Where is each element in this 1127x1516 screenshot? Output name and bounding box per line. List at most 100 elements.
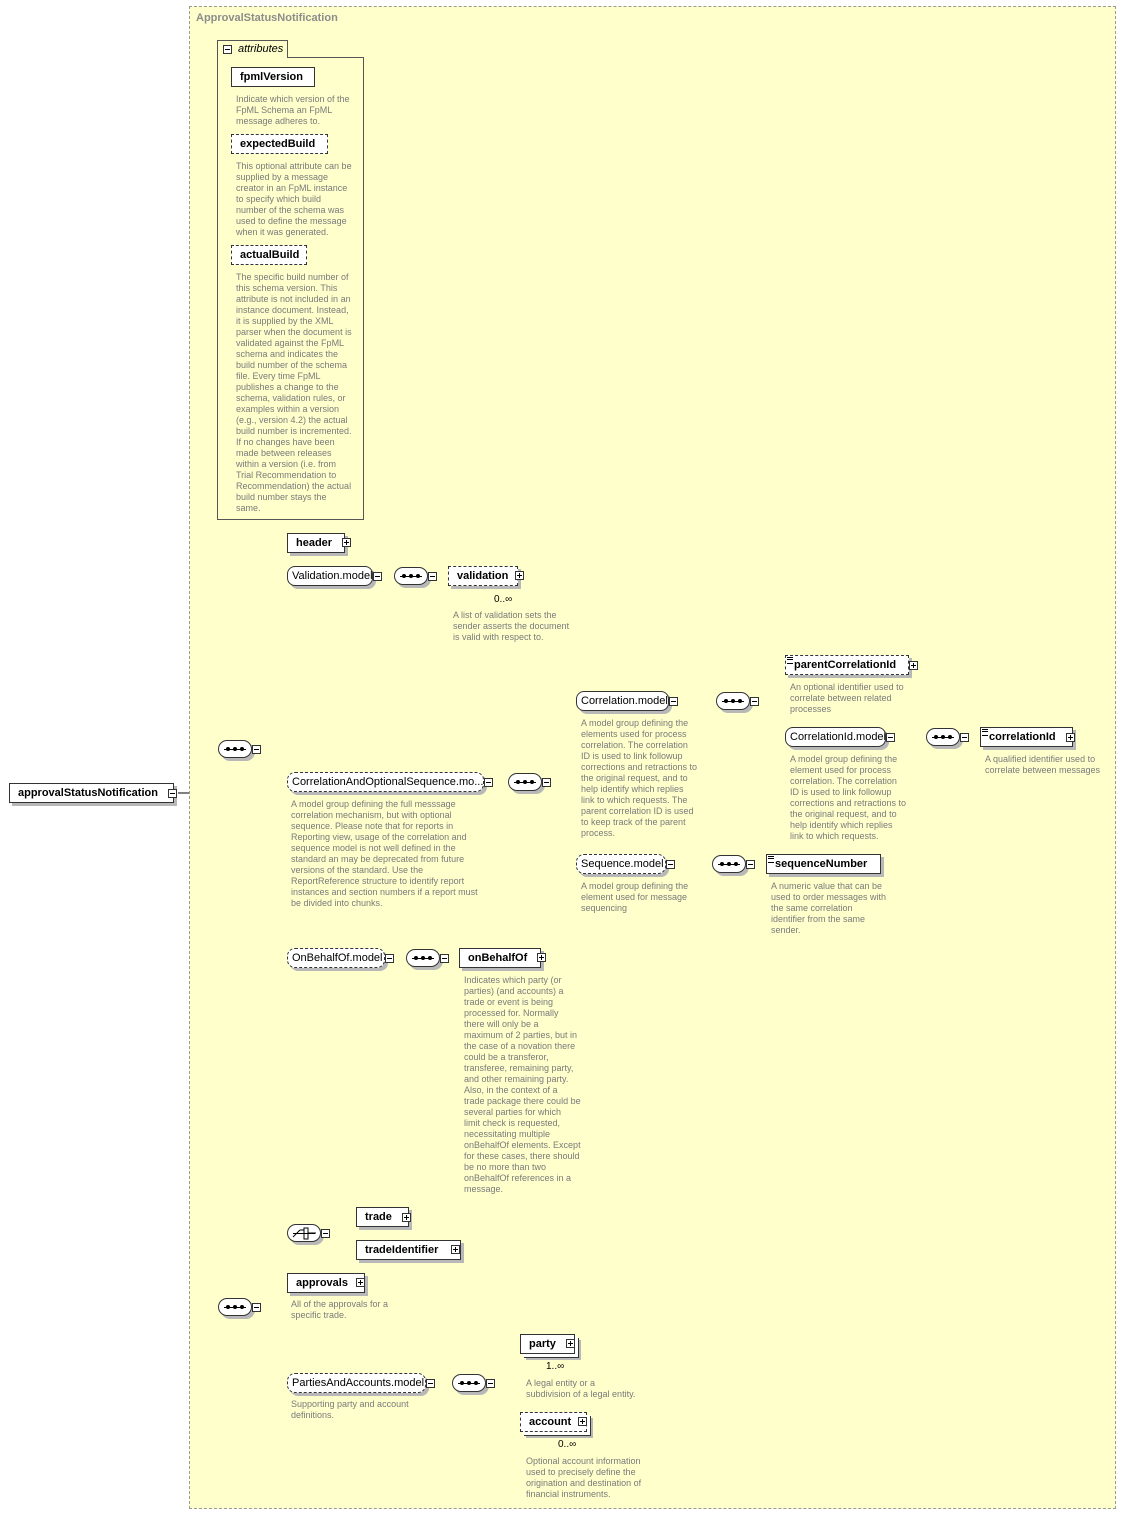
frame-title: ApprovalStatusNotification [196, 12, 338, 24]
collapse-icon[interactable] [746, 860, 755, 869]
element-label: party [529, 1338, 556, 1350]
header-element[interactable]: header [287, 533, 345, 553]
element-label: correlationId [989, 731, 1056, 743]
collapse-icon[interactable] [252, 745, 261, 754]
simple-content-icon [787, 657, 793, 664]
expand-icon[interactable] [578, 1417, 587, 1426]
collapse-icon[interactable] [960, 733, 969, 742]
approvals-element[interactable]: approvals [287, 1273, 365, 1293]
collapse-icon[interactable] [486, 1379, 495, 1388]
group-label: CorrelationId.model [790, 731, 886, 743]
group-doc: A model group defining the element used … [581, 881, 689, 913]
collapse-icon[interactable] [440, 954, 449, 963]
correlation-id-element[interactable]: correlationId [980, 727, 1073, 747]
collapse-icon[interactable] [669, 697, 678, 706]
attribute-doc: Indicate which version of the FpML Schem… [236, 94, 350, 126]
collapse-icon[interactable] [252, 1303, 261, 1312]
simple-content-icon [982, 729, 988, 736]
trade-identifier-element[interactable]: tradeIdentifier [356, 1240, 461, 1260]
correlation-model-group[interactable]: Correlation.model [576, 691, 669, 711]
expand-icon[interactable] [342, 538, 351, 547]
element-doc: Optional account information used to pre… [526, 1456, 642, 1499]
on-behalf-of-element[interactable]: onBehalfOf [459, 948, 541, 968]
group-doc: Supporting party and account definitions… [291, 1399, 409, 1420]
correlation-id-model-group[interactable]: CorrelationId.model [785, 727, 886, 747]
collapse-icon[interactable] [750, 697, 759, 706]
validation-element[interactable]: validation [448, 566, 518, 586]
element-label: tradeIdentifier [365, 1244, 439, 1256]
group-label: OnBehalfOf.model [292, 952, 383, 964]
on-behalf-of-model-group[interactable]: OnBehalfOf.model [287, 948, 385, 968]
sequence-model-group[interactable]: Sequence.model [576, 854, 666, 874]
element-label: account [529, 1416, 572, 1428]
correlation-and-optional-sequence-group[interactable]: CorrelationAndOptionalSequence.mo... [287, 772, 484, 792]
collapse-icon[interactable] [542, 778, 551, 787]
element-doc: A numeric value that can be used to orde… [771, 881, 887, 935]
attribute-expectedbuild[interactable]: expectedBuild [231, 134, 328, 154]
element-doc: A list of validation sets the sender ass… [453, 610, 570, 642]
element-doc: A qualified identifier used to correlate… [985, 754, 1101, 775]
attribute-fpmlversion[interactable]: fpmlVersion [231, 67, 315, 87]
expand-icon[interactable] [451, 1245, 460, 1254]
element-doc: All of the approvals for a specific trad… [291, 1299, 389, 1320]
root-element[interactable]: approvalStatusNotification [9, 783, 174, 803]
sequence-number-element[interactable]: sequenceNumber [766, 854, 881, 874]
sequence-compositor[interactable] [716, 692, 750, 710]
party-element[interactable]: party [520, 1334, 575, 1354]
group-doc: A model group defining the full messsage… [291, 799, 478, 908]
simple-content-icon [768, 856, 774, 863]
attribute-name: expectedBuild [240, 138, 316, 150]
collapse-icon[interactable] [223, 45, 232, 54]
sequence-compositor[interactable] [452, 1374, 486, 1392]
parent-correlation-id-element[interactable]: parentCorrelationId [785, 655, 909, 675]
collapse-icon[interactable] [321, 1229, 330, 1238]
expand-icon[interactable] [537, 953, 546, 962]
sequence-compositor[interactable] [406, 949, 440, 967]
expand-icon[interactable] [356, 1278, 365, 1287]
collapse-icon[interactable] [666, 860, 675, 869]
group-label: Validation.model [292, 570, 373, 582]
expand-icon[interactable] [515, 571, 524, 580]
expand-icon[interactable] [909, 661, 918, 670]
sequence-compositor[interactable] [218, 740, 252, 758]
cardinality-label: 1..∞ [546, 1361, 565, 1372]
sequence-compositor[interactable] [508, 773, 542, 791]
element-label: onBehalfOf [468, 952, 528, 964]
collapse-icon[interactable] [373, 572, 382, 581]
group-doc: A model group defining the element used … [790, 754, 907, 841]
group-label: PartiesAndAccounts.model [292, 1377, 425, 1389]
element-label: approvals [296, 1277, 348, 1289]
collapse-icon[interactable] [484, 778, 493, 787]
element-label: header [296, 537, 333, 549]
attributes-tab-label: attributes [238, 43, 284, 55]
collapse-icon[interactable] [428, 572, 437, 581]
element-label: validation [457, 570, 509, 582]
attributes-tab[interactable]: attributes [217, 40, 288, 58]
group-doc: A model group defining the elements used… [581, 718, 698, 838]
choice-icon [292, 1227, 316, 1240]
attribute-actualbuild[interactable]: actualBuild [231, 245, 307, 265]
collapse-icon[interactable] [886, 733, 895, 742]
cardinality-label: 0..∞ [494, 594, 513, 605]
parties-and-accounts-model-group[interactable]: PartiesAndAccounts.model [287, 1373, 426, 1393]
sequence-compositor[interactable] [394, 567, 428, 585]
collapse-icon[interactable] [385, 954, 394, 963]
root-element-label: approvalStatusNotification [18, 787, 158, 799]
attribute-name: fpmlVersion [240, 71, 303, 83]
sequence-compositor[interactable] [218, 1298, 252, 1316]
element-doc: An optional identifier used to correlate… [790, 682, 904, 714]
sequence-compositor[interactable] [926, 728, 960, 746]
trade-element[interactable]: trade [356, 1207, 409, 1227]
collapse-icon[interactable] [168, 789, 177, 798]
element-label: parentCorrelationId [794, 659, 897, 671]
sequence-compositor[interactable] [712, 855, 746, 873]
validation-model-group[interactable]: Validation.model [287, 566, 373, 586]
attribute-doc: The specific build number of this schema… [236, 272, 352, 513]
collapse-icon[interactable] [426, 1379, 435, 1388]
account-element[interactable]: account [520, 1412, 587, 1432]
expand-icon[interactable] [1066, 733, 1075, 742]
expand-icon[interactable] [566, 1339, 575, 1348]
expand-icon[interactable] [402, 1213, 411, 1222]
group-label: CorrelationAndOptionalSequence.mo... [292, 776, 484, 788]
